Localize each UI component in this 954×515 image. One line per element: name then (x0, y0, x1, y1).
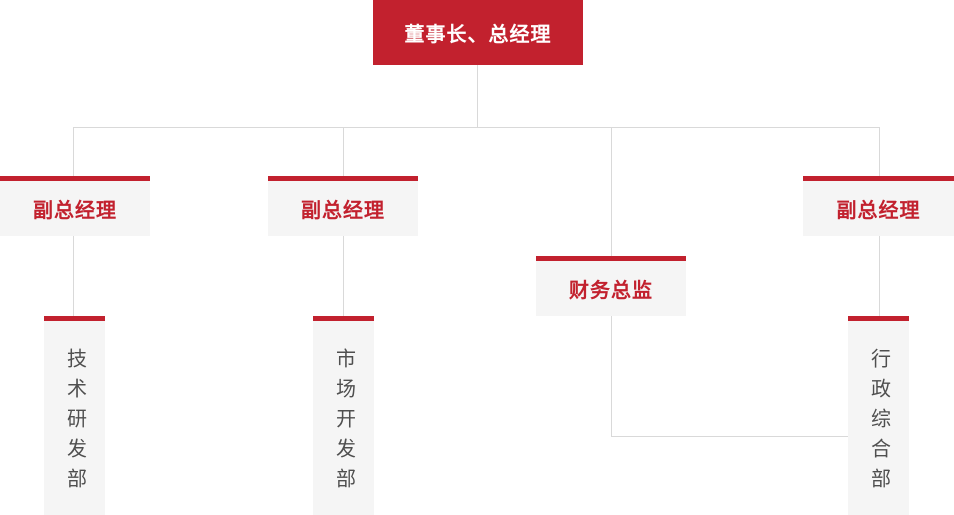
connector-vp2-to-dept2 (343, 236, 344, 316)
org-node-admin-general-dept: 行政综合部 (848, 316, 909, 515)
org-node-label: 技术研发部 (63, 348, 86, 498)
org-node-deputy-gm-3: 副总经理 (803, 176, 954, 236)
org-node-finance-director: 财务总监 (536, 256, 686, 316)
connector-drop-vp1 (73, 127, 74, 176)
org-node-chairman-general-manager: 董事长、总经理 (373, 0, 583, 65)
org-node-label: 财务总监 (569, 280, 653, 302)
org-node-deputy-gm-2: 副总经理 (268, 176, 418, 236)
connector-cfo-to-dept3 (611, 436, 848, 437)
connector-root-down (477, 65, 478, 127)
org-node-tech-rd-dept: 技术研发部 (44, 316, 105, 515)
connector-main-horizontal (73, 127, 880, 128)
connector-vp1-to-dept1 (73, 236, 74, 316)
connector-drop-cfo (611, 127, 612, 256)
org-node-label: 市场开发部 (332, 348, 355, 498)
org-node-market-dev-dept: 市场开发部 (313, 316, 374, 515)
connector-drop-vp2 (343, 127, 344, 176)
connector-drop-vp3 (879, 127, 880, 176)
org-node-deputy-gm-1: 副总经理 (0, 176, 150, 236)
org-node-label: 行政综合部 (867, 348, 890, 498)
org-node-label: 副总经理 (33, 200, 117, 222)
connector-vp3-to-dept3 (879, 236, 880, 316)
org-node-label: 副总经理 (301, 200, 385, 222)
org-node-label: 董事长、总经理 (404, 24, 552, 46)
org-node-label: 副总经理 (836, 200, 921, 222)
connector-cfo-down (611, 316, 612, 436)
